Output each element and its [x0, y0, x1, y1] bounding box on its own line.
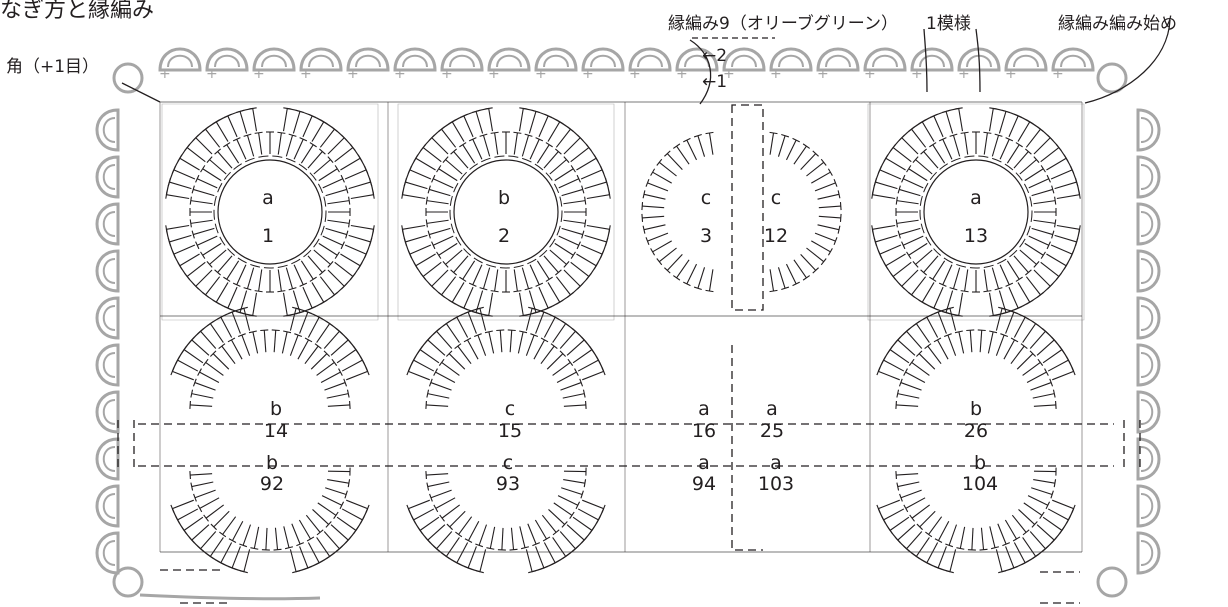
- svg-text:+: +: [1005, 66, 1017, 82]
- row1-arrow-label: ←1: [702, 72, 728, 92]
- motif-grid: [161, 103, 1085, 574]
- svg-text:+: +: [253, 66, 265, 82]
- motif-letter: c: [700, 187, 712, 209]
- motif-partial: [876, 467, 1076, 574]
- motif-full: [161, 103, 379, 321]
- svg-text:+: +: [582, 66, 594, 82]
- diagram-title: なぎ方と縁編み: [0, 0, 155, 23]
- svg-text:+: +: [770, 66, 782, 82]
- joining-lines: [159, 101, 1083, 553]
- svg-text:+: +: [676, 66, 688, 82]
- svg-text:+: +: [206, 66, 218, 82]
- motif-letter: c: [770, 187, 782, 209]
- motif-number: 1: [261, 225, 275, 247]
- motif-number: 14: [263, 420, 289, 442]
- svg-text:+: +: [864, 66, 876, 82]
- annotation-lines: [117, 19, 1171, 604]
- motif-letter: b: [969, 398, 983, 420]
- edge-start-label: 縁編み編み始め: [1058, 14, 1177, 34]
- svg-text:+: +: [911, 66, 923, 82]
- edge-color-label: 縁編み9（オリーブグリーン）: [668, 14, 898, 34]
- motif-number: 92: [259, 473, 285, 495]
- motif-number: 93: [495, 473, 521, 495]
- svg-text:+: +: [958, 66, 970, 82]
- motif-number: 104: [961, 473, 999, 495]
- svg-text:+: +: [817, 66, 829, 82]
- motif-letter: a: [698, 398, 710, 420]
- motif-number: 26: [963, 420, 989, 442]
- motif-letter: a: [698, 452, 710, 474]
- motif-partial: [876, 306, 1076, 410]
- omission-dashes: [117, 104, 1141, 604]
- motif-number: 15: [497, 420, 523, 442]
- motif-letter: b: [265, 452, 279, 474]
- svg-text:+: +: [347, 66, 359, 82]
- motif-partial: [406, 467, 606, 574]
- motif-number: 103: [757, 473, 795, 495]
- motif-full: [867, 103, 1085, 321]
- motif-letter: a: [262, 187, 274, 209]
- motif-letter: b: [497, 187, 511, 209]
- motif-number: 16: [691, 420, 717, 442]
- motif-letter: c: [504, 398, 516, 420]
- motif-number: 25: [759, 420, 785, 442]
- svg-text:+: +: [723, 66, 735, 82]
- motif-partial: [170, 467, 370, 574]
- motif-partial: [406, 306, 606, 410]
- svg-text:+: +: [629, 66, 641, 82]
- one-pattern-label: 1模様: [926, 14, 971, 34]
- svg-text:+: +: [394, 66, 406, 82]
- edging-border: + + + + + + + + + + + + + + + + + + + +: [95, 47, 1161, 601]
- svg-text:+: +: [488, 66, 500, 82]
- motif-number: 3: [699, 225, 713, 247]
- motif-number: 12: [763, 225, 789, 247]
- motif-letter: c: [502, 452, 514, 474]
- motif-number: 13: [963, 225, 989, 247]
- row2-arrow-label: ←2: [702, 46, 728, 66]
- motif-letter: a: [770, 452, 782, 474]
- motif-letter: a: [766, 398, 778, 420]
- motif-number: 94: [691, 473, 717, 495]
- svg-text:+: +: [441, 66, 453, 82]
- svg-text:+: +: [159, 66, 171, 82]
- svg-text:+: +: [300, 66, 312, 82]
- svg-text:+: +: [535, 66, 547, 82]
- motif-letter: b: [973, 452, 987, 474]
- motif-full: [397, 103, 615, 321]
- motif-cut: [641, 131, 714, 293]
- motif-letter: a: [970, 187, 982, 209]
- motif-letter: b: [269, 398, 283, 420]
- motif-number: 2: [497, 225, 511, 247]
- svg-text:+: +: [1052, 66, 1064, 82]
- corner-label: 角（+1目）: [6, 57, 100, 77]
- motif-cut: [769, 131, 842, 293]
- motif-partial: [170, 306, 370, 410]
